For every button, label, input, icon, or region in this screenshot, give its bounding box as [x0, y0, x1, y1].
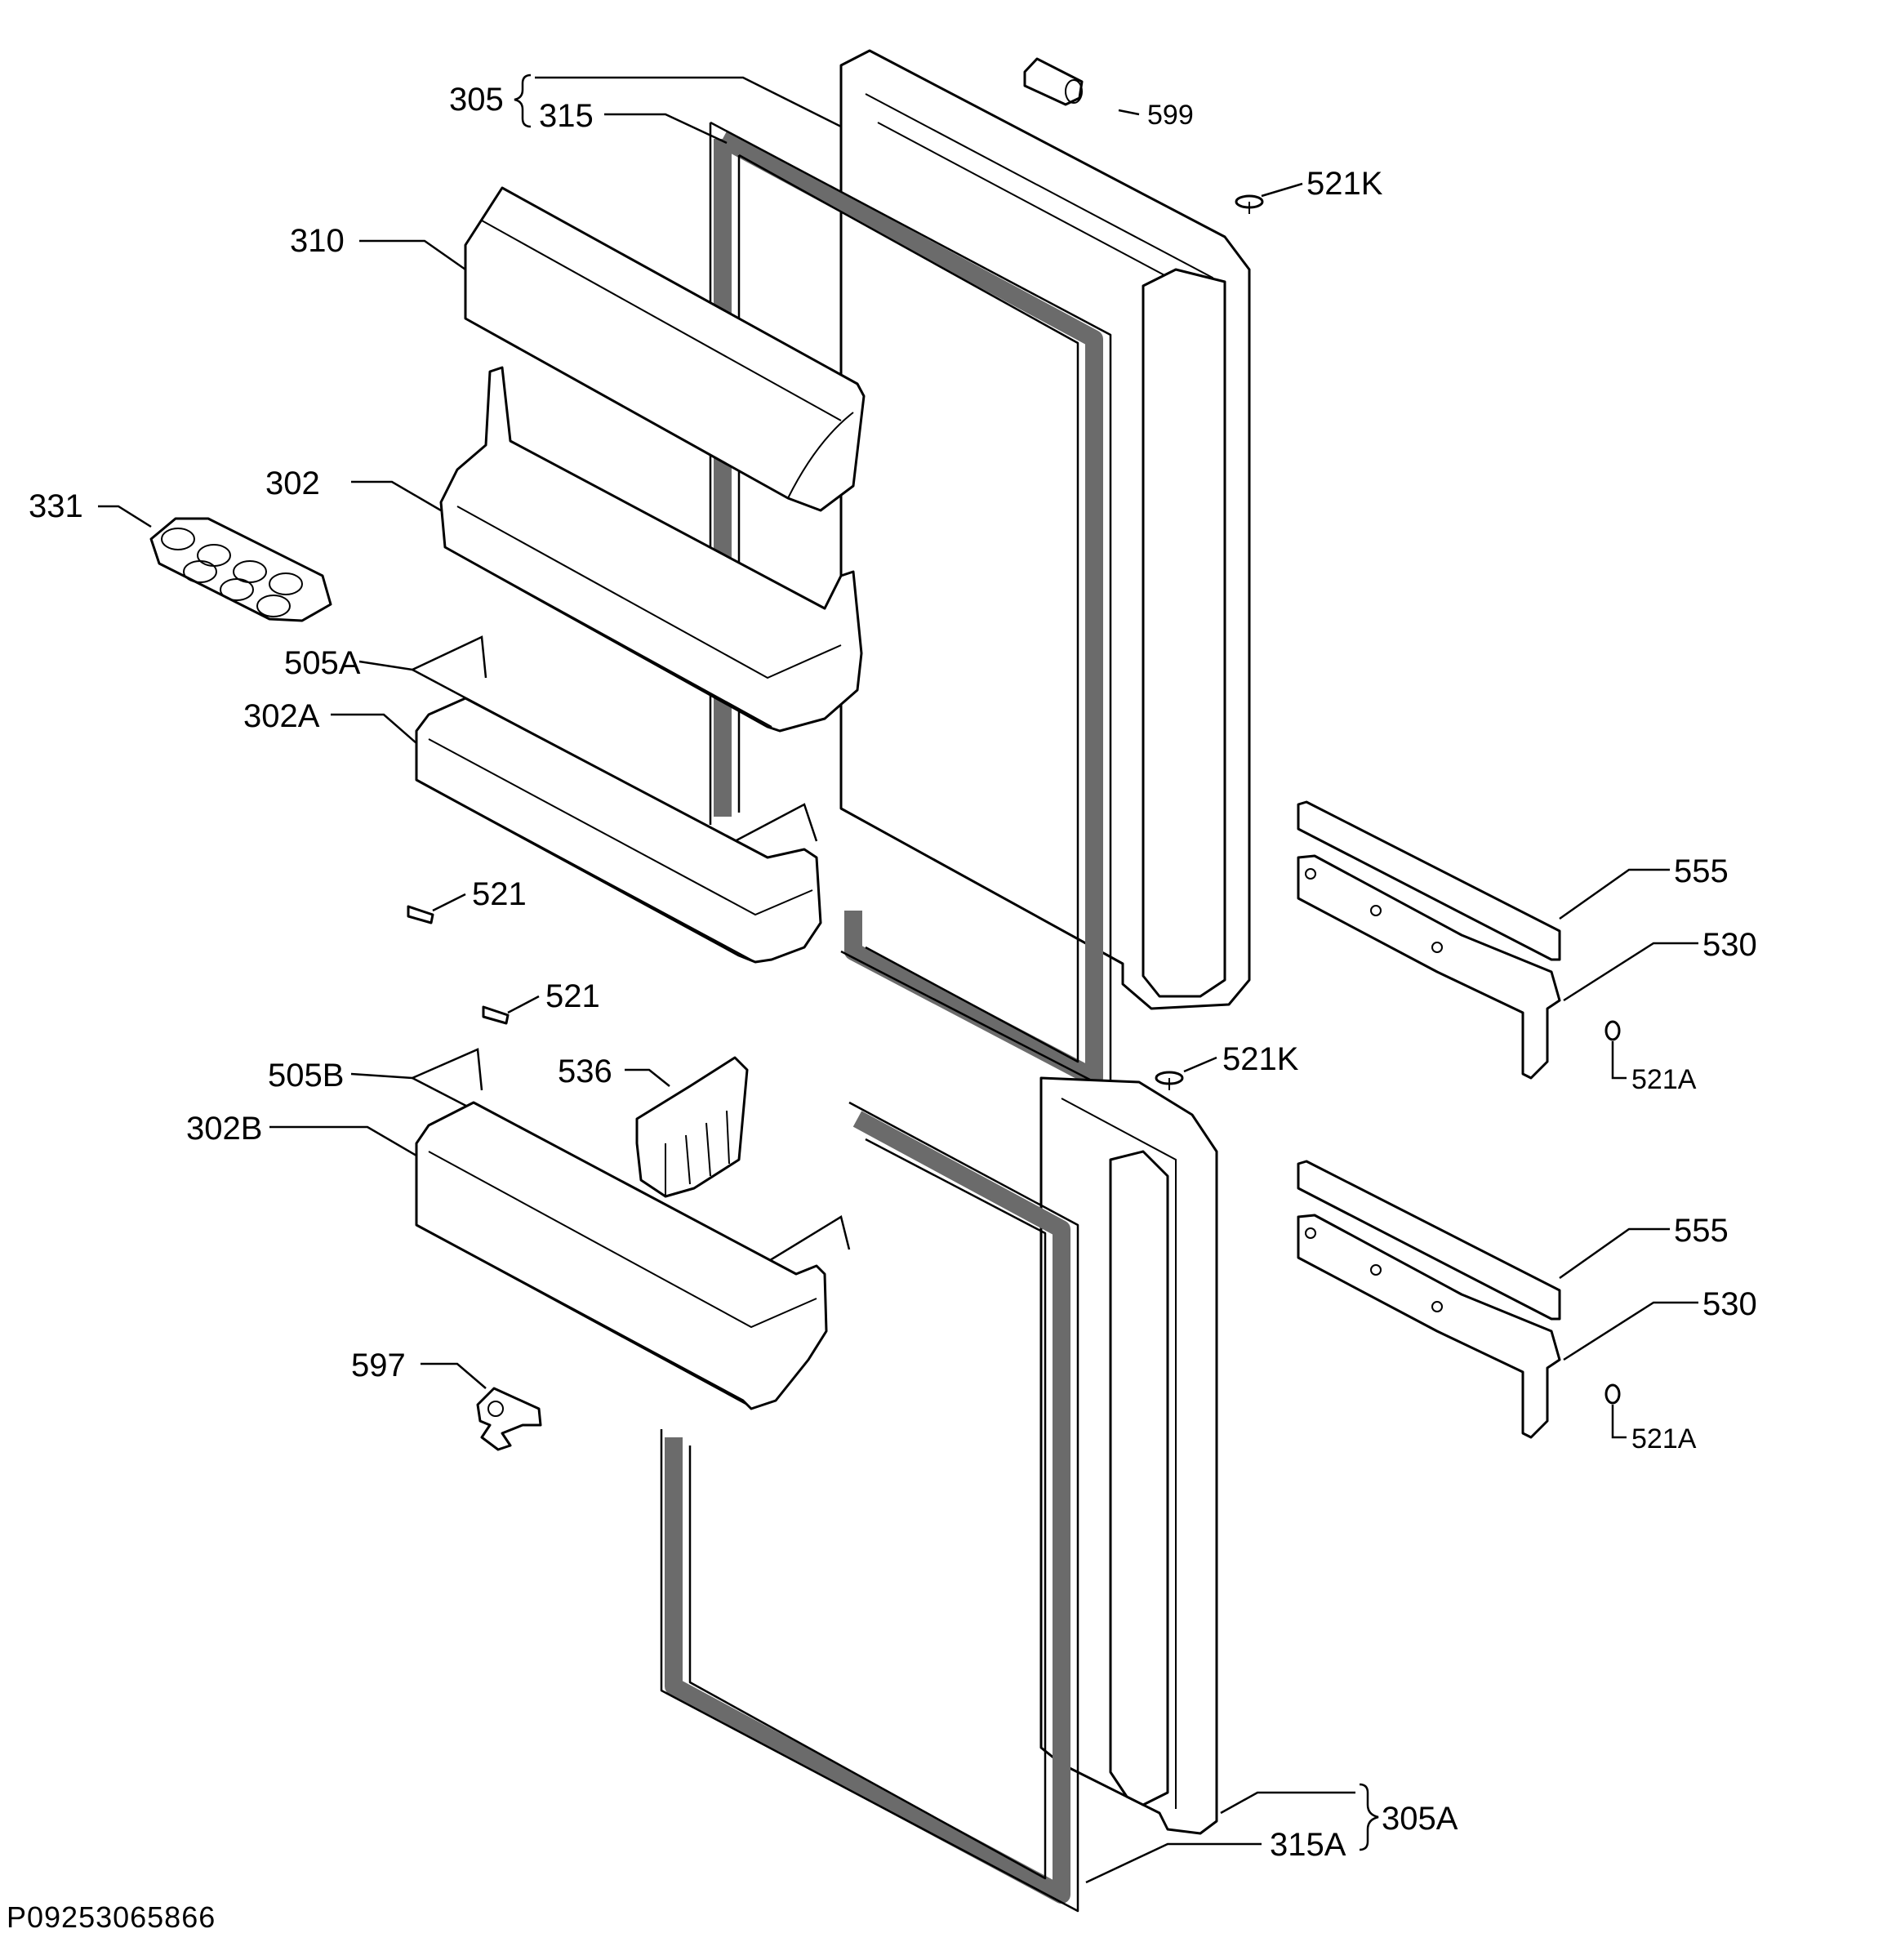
part-302a-door-shelf	[415, 697, 822, 964]
label-302b: 302B	[186, 1111, 262, 1147]
label-315a: 315A	[1270, 1827, 1346, 1863]
label-305: 305	[449, 82, 504, 118]
label-505a: 505A	[284, 645, 361, 681]
lower-door-gasket	[660, 1101, 1079, 1913]
label-521k-mid: 521K	[1222, 1041, 1299, 1077]
label-530-bot: 530	[1702, 1286, 1757, 1322]
part-536-shelf-divider	[635, 1056, 749, 1198]
label-521-a: 521	[472, 876, 527, 912]
label-521k-top: 521K	[1306, 166, 1383, 202]
label-302a: 302A	[243, 698, 320, 734]
label-536: 536	[558, 1054, 612, 1089]
part-521-screw-b	[482, 1005, 510, 1025]
label-597: 597	[351, 1348, 406, 1383]
upper-door-shell	[839, 49, 1251, 1010]
part-521k-screw-mid	[1155, 1071, 1184, 1090]
label-331: 331	[29, 488, 83, 524]
part-521k-screw-top	[1235, 194, 1264, 214]
part-521a-screw-bottom	[1604, 1383, 1621, 1405]
brace-305	[514, 74, 532, 128]
part-331-egg-tray	[149, 517, 332, 622]
part-302b-door-shelf	[415, 1101, 828, 1410]
label-310: 310	[290, 223, 345, 259]
drawing-code: P09253065866	[7, 1900, 216, 1934]
part-521-screw-a	[407, 905, 434, 924]
part-555-hinge-cover-bottom	[1297, 1160, 1561, 1321]
part-310-dairy-cover	[464, 186, 866, 512]
part-521a-screw-top	[1604, 1020, 1621, 1041]
upper-door-gasket	[709, 121, 1112, 1092]
label-521a-top: 521A	[1631, 1064, 1697, 1095]
lower-door-shell	[1039, 1076, 1218, 1835]
part-597-clip	[476, 1387, 542, 1451]
brace-305a	[1359, 1783, 1379, 1851]
part-302-door-shelf	[439, 366, 863, 733]
label-315: 315	[539, 98, 594, 134]
label-305a: 305A	[1382, 1801, 1458, 1837]
label-521a-bot: 521A	[1631, 1423, 1697, 1454]
label-302: 302	[265, 466, 320, 501]
leader-lines	[98, 76, 1698, 1884]
part-530-hinge-top	[1297, 854, 1561, 1080]
label-555-top: 555	[1674, 853, 1729, 889]
label-505b: 505B	[268, 1058, 344, 1094]
label-530-top: 530	[1702, 927, 1757, 963]
label-521-b: 521	[545, 978, 600, 1014]
part-530-hinge-bottom	[1297, 1214, 1561, 1439]
part-555-hinge-cover-top	[1297, 800, 1561, 961]
part-labels: 305 315 599 521K 310 302 331 505A 302A 5…	[7, 82, 1757, 1934]
label-555-bot: 555	[1674, 1213, 1729, 1249]
part-599-pin	[1023, 57, 1084, 106]
label-599: 599	[1147, 100, 1194, 131]
